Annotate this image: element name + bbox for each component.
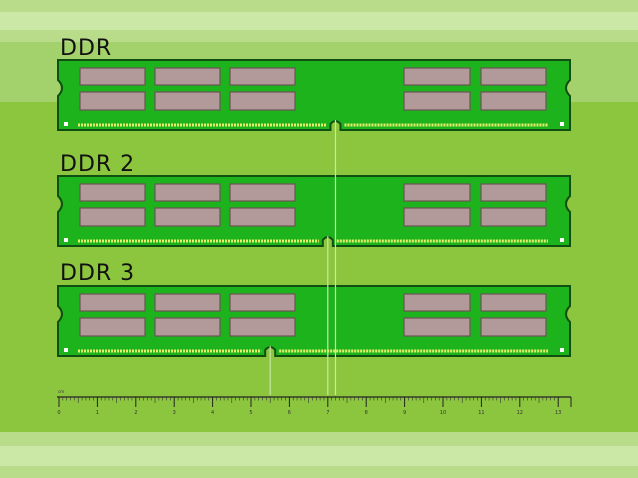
bottom-stripe-1 [0,432,638,446]
ddr3-hole-right [560,348,564,352]
bottom-stripe-3 [0,466,638,478]
ddr2-chip-r1-c2 [229,207,296,227]
ddr2-chip-r0-c3 [403,183,471,202]
ddr-chip-r1-c2 [229,91,296,111]
ruler-tick-label: 10 [440,410,446,416]
ddr-chip-r0-c1 [154,67,221,86]
ruler-tick-label: 12 [517,410,523,416]
ddr3-chip-r1-c0 [79,317,146,337]
ddr-chip-r1-c1 [154,91,221,111]
ruler-tick-label: 4 [211,410,214,416]
ddr2-chip-r1-c1 [154,207,221,227]
ddr2-hole-right [560,238,564,242]
ddr-chip-r1-c4 [480,91,547,111]
ddr3-label: DDR 3 [60,261,135,286]
ddr2-chip-r0-c1 [154,183,221,202]
ruler-tick-label: 8 [365,410,368,416]
ddr-chip-r0-c0 [79,67,146,86]
ruler-tick-label: 5 [249,410,252,416]
ddr2-chip-r1-c0 [79,207,146,227]
ruler-tick-label: 13 [555,410,561,416]
ruler-tick-label: 1 [96,410,99,416]
ddr-label: DDR [60,36,112,61]
ruler-units-label: cm [58,389,64,394]
ddr3-chip-r0-c3 [403,293,471,312]
ddr2-chip-r0-c2 [229,183,296,202]
ddr-module [57,59,571,131]
ddr2-module [57,175,571,247]
ddr3-chip-r0-c2 [229,293,296,312]
ruler-tick-label: 11 [478,410,484,416]
ddr2-label: DDR 2 [60,152,135,177]
ruler-tick-label: 6 [288,410,291,416]
ddr3-chip-r0-c1 [154,293,221,312]
modules-layer [57,59,571,357]
ruler-tick-label: 9 [403,410,406,416]
ddr-chip-r0-c3 [403,67,471,86]
bottom-stripe-2 [0,446,638,466]
top-stripe-2 [0,12,638,30]
ddr-chip-r0-c4 [480,67,547,86]
ruler-tick-label: 2 [134,410,137,416]
ddr2-chip-r1-c3 [403,207,471,227]
ddr-hole-right [560,122,564,126]
guides-layer [269,120,337,395]
ddr3-module [57,285,571,357]
ddr-chip-r1-c0 [79,91,146,111]
ddr-chip-r0-c2 [229,67,296,86]
ddr-chip-r1-c3 [403,91,471,111]
top-stripe-1 [0,0,638,12]
ddr2-chip-r0-c4 [480,183,547,202]
ruler-tick-label: 7 [326,410,329,416]
ruler-tick-label: 3 [173,410,176,416]
ddr2-hole-left [64,238,68,242]
ddr-hole-left [64,122,68,126]
ddr3-chip-r0-c4 [480,293,547,312]
ddr3-chip-r0-c0 [79,293,146,312]
ddr3-chip-r1-c1 [154,317,221,337]
ddr3-hole-left [64,348,68,352]
ddr3-chip-r1-c2 [229,317,296,337]
ddr2-chip-r0-c0 [79,183,146,202]
top-stripe-3 [0,30,638,42]
ruler-tick-label: 0 [57,410,60,416]
ddr3-chip-r1-c4 [480,317,547,337]
ddr3-chip-r1-c3 [403,317,471,337]
ddr2-chip-r1-c4 [480,207,547,227]
